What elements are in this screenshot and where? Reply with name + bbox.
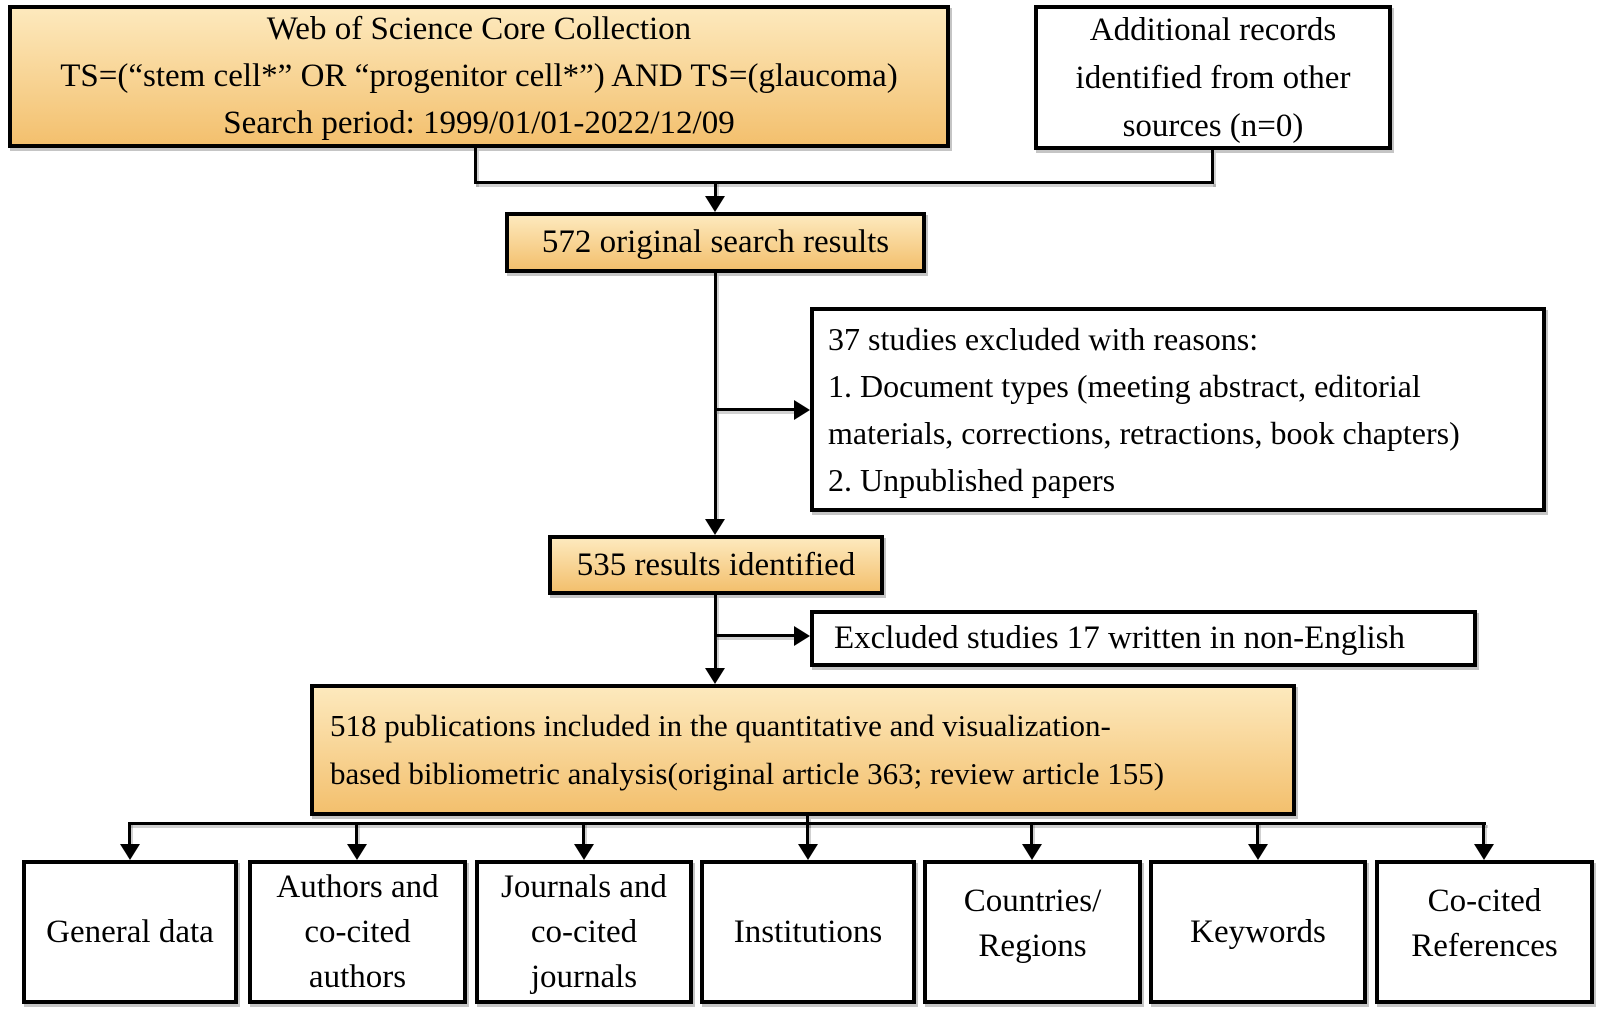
connector-results-to-identified	[714, 273, 717, 521]
connector-drop-3	[582, 822, 585, 845]
arrow-down-icon	[347, 844, 367, 860]
connector-drop-2	[355, 822, 358, 845]
category-box-journals: Journals and co-cited journals	[475, 860, 693, 1004]
included-publications-box: 518 publications included in the quantit…	[310, 684, 1296, 816]
connector-merge-horizontal	[474, 181, 1214, 184]
text-line: Regions	[978, 928, 1087, 964]
arrow-right-icon	[794, 400, 810, 420]
connector-drop-1	[128, 822, 131, 845]
connector-included-down	[806, 816, 809, 825]
text-line: authors	[308, 958, 407, 995]
text-line: TS=(“stem cell*” OR “progenitor cell*”) …	[60, 58, 898, 94]
connector-additional-down	[1211, 150, 1214, 184]
arrow-down-icon	[1022, 844, 1042, 860]
connector-drop-5	[1030, 822, 1033, 845]
text-line: sources (n=0)	[1122, 107, 1304, 144]
arrow-down-icon	[574, 844, 594, 860]
connector-identified-to-included	[714, 595, 717, 670]
text-line: Countries/	[963, 883, 1102, 919]
text-line: identified from other	[1075, 59, 1351, 96]
arrow-down-icon	[705, 519, 725, 535]
connector-drop-4	[806, 822, 809, 845]
text-line: 37 studies excluded with reasons:	[828, 320, 1259, 357]
arrow-down-icon	[1474, 844, 1494, 860]
arrow-right-icon	[794, 626, 810, 646]
connector-drop-7	[1482, 822, 1485, 845]
results-identified-box: 535 results identified	[548, 535, 884, 595]
arrow-down-icon	[120, 844, 140, 860]
connector-branch-non-english	[714, 634, 796, 637]
text-line: Additional records	[1089, 11, 1337, 48]
arrow-down-icon	[705, 196, 725, 212]
text-line: Co-cited	[1427, 883, 1542, 919]
text-line: Web of Science Core Collection	[266, 11, 692, 47]
original-search-results-box: 572 original search results	[505, 212, 926, 273]
text-line: Keywords	[1190, 913, 1326, 950]
additional-records-box: Additional records identified from other s…	[1034, 5, 1392, 150]
arrow-down-icon	[705, 668, 725, 684]
text-line: 518 publications included in the quantit…	[330, 708, 1111, 743]
arrow-down-icon	[798, 844, 818, 860]
text-line: journals	[530, 958, 638, 995]
text-line: References	[1411, 928, 1558, 964]
results-identified-label: 535 results identified	[576, 546, 856, 583]
category-box-authors: Authors and co-cited authors	[248, 860, 467, 1004]
category-box-institutions: Institutions	[700, 860, 916, 1004]
non-english-exclusion-label: Excluded studies 17 written in non-Engli…	[834, 620, 1406, 656]
category-box-keywords: Keywords	[1149, 860, 1367, 1004]
text-line: Search period: 1999/01/01-2022/12/09	[223, 105, 735, 141]
original-search-results-label: 572 original search results	[541, 224, 890, 260]
category-box-countries-regions: Countries/Regions	[923, 860, 1142, 1004]
category-box-general-data: General data	[22, 860, 238, 1004]
text-line: co-cited	[530, 913, 638, 950]
text-line: co-cited	[304, 913, 411, 950]
connector-merge-to-results	[714, 181, 717, 199]
text-line: materials, corrections, retractions, boo…	[828, 414, 1460, 451]
text-line: based bibliometric analysis(original art…	[330, 756, 1165, 791]
text-line: 1. Document types (meeting abstract, edi…	[828, 367, 1421, 404]
arrow-down-icon	[1248, 844, 1268, 860]
text-line: Journals and	[501, 868, 667, 905]
non-english-exclusion-box: Excluded studies 17 written in non-Engli…	[810, 610, 1477, 667]
exclusion-reasons-box: 37 studies excluded with reasons: 1. Docu…	[810, 307, 1546, 512]
connector-source-down	[474, 148, 477, 184]
text-line: Institutions	[733, 913, 883, 950]
text-line: Authors and	[276, 868, 439, 905]
connector-branch-exclusion	[714, 408, 796, 411]
connector-drop-6	[1256, 822, 1259, 845]
text-line: General data	[46, 913, 214, 950]
text-line: 2. Unpublished papers	[828, 461, 1116, 498]
